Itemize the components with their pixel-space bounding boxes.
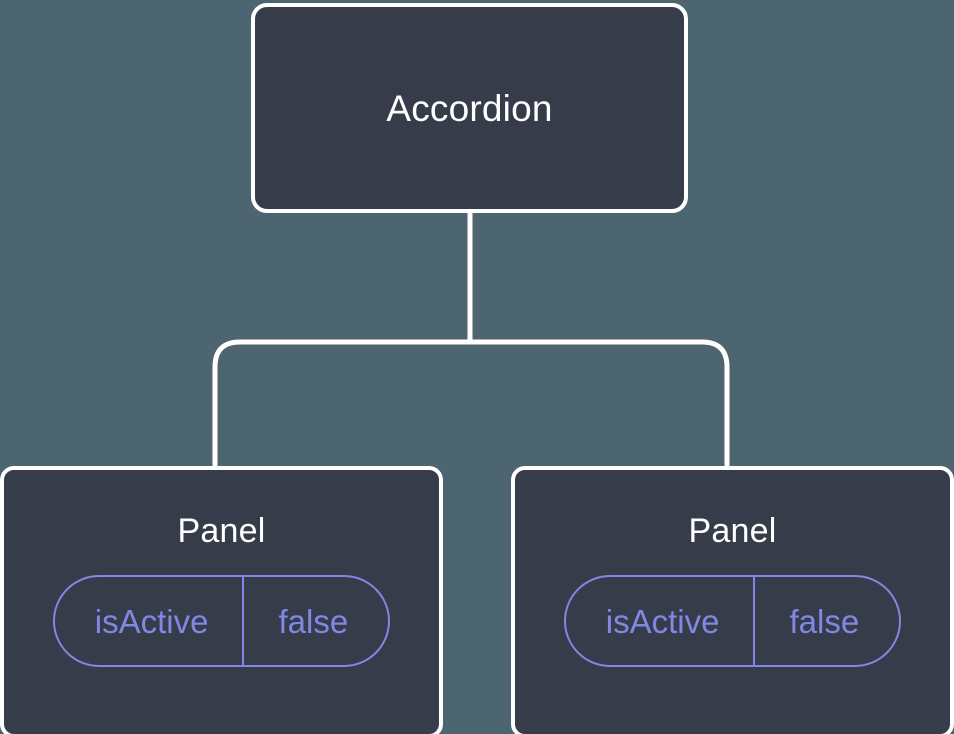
prop-value-label: false — [753, 577, 899, 665]
prop-key-label: isActive — [605, 602, 720, 640]
node-panel-left-label: Panel — [177, 512, 266, 550]
node-panel-right[interactable]: Panel isActive false — [511, 466, 954, 734]
prop-value-label: false — [242, 577, 388, 665]
connector-branch-left — [212, 339, 470, 470]
node-panel-left[interactable]: Panel isActive false — [0, 466, 443, 734]
prop-list-left: isActive false — [52, 575, 391, 667]
node-accordion-label: Accordion — [386, 87, 553, 129]
prop-key-label: isActive — [94, 602, 209, 640]
prop-pill-isactive-right[interactable]: isActive false — [563, 575, 902, 667]
node-panel-right-label: Panel — [688, 512, 777, 550]
prop-pill-isactive-left[interactable]: isActive false — [52, 575, 391, 667]
connector-branch-right — [470, 339, 730, 470]
node-accordion[interactable]: Accordion — [251, 3, 688, 213]
prop-list-right: isActive false — [563, 575, 902, 667]
